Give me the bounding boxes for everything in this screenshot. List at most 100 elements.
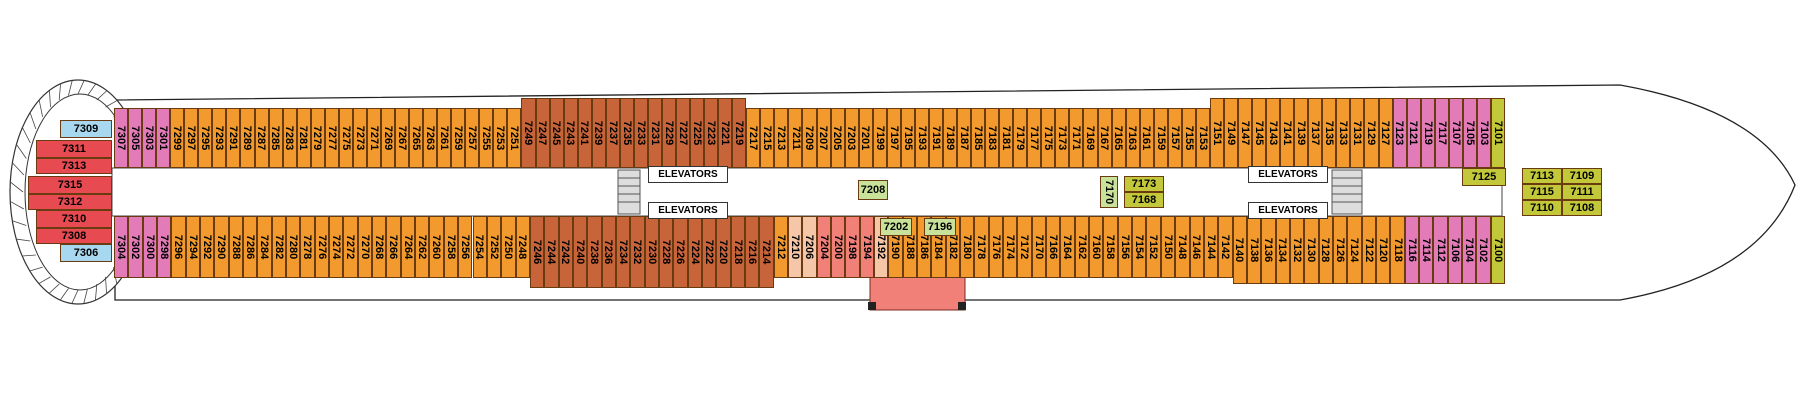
cabin-7293[interactable]: 7293 — [212, 108, 227, 168]
cabin-7263[interactable]: 7263 — [423, 108, 438, 168]
cabin-7153[interactable]: 7153 — [1195, 108, 1210, 168]
cabin-7171[interactable]: 7171 — [1069, 108, 1084, 168]
cabin-7288[interactable]: 7288 — [228, 216, 244, 278]
cabin-7254[interactable]: 7254 — [472, 216, 487, 278]
cabin-7113[interactable]: 7113 — [1522, 168, 1562, 184]
cabin-7198[interactable]: 7198 — [845, 216, 860, 278]
cabin-7196[interactable]: 7196 — [924, 218, 956, 236]
cabin-7200[interactable]: 7200 — [831, 216, 846, 278]
cabin-7227[interactable]: 7227 — [676, 98, 691, 168]
cabin-7205[interactable]: 7205 — [830, 108, 845, 168]
cabin-7215[interactable]: 7215 — [760, 108, 775, 168]
cabin-7302[interactable]: 7302 — [128, 216, 143, 278]
cabin-7161[interactable]: 7161 — [1139, 108, 1154, 168]
cabin-7301[interactable]: 7301 — [156, 108, 171, 168]
cabin-7279[interactable]: 7279 — [310, 108, 325, 168]
cabin-7248[interactable]: 7248 — [515, 216, 530, 278]
cabin-7231[interactable]: 7231 — [647, 98, 662, 168]
cabin-7300[interactable]: 7300 — [142, 216, 157, 278]
cabin-7264[interactable]: 7264 — [400, 216, 416, 278]
cabin-7101[interactable]: 7101 — [1490, 98, 1505, 168]
cabin-7116[interactable]: 7116 — [1404, 216, 1419, 284]
cabin-7163[interactable]: 7163 — [1125, 108, 1140, 168]
cabin-7162[interactable]: 7162 — [1074, 216, 1090, 278]
cabin-7138[interactable]: 7138 — [1246, 216, 1262, 284]
cabin-7241[interactable]: 7241 — [577, 98, 592, 168]
cabin-7283[interactable]: 7283 — [282, 108, 297, 168]
cabin-7273[interactable]: 7273 — [352, 108, 367, 168]
cabin-7238[interactable]: 7238 — [587, 216, 602, 288]
cabin-7307[interactable]: 7307 — [114, 108, 129, 168]
cabin-7253[interactable]: 7253 — [493, 108, 508, 168]
cabin-7259[interactable]: 7259 — [451, 108, 466, 168]
cabin-7280[interactable]: 7280 — [286, 216, 301, 278]
cabin-7159[interactable]: 7159 — [1153, 108, 1168, 168]
cabin-7137[interactable]: 7137 — [1308, 98, 1323, 168]
cabin-7118[interactable]: 7118 — [1390, 216, 1405, 284]
cabin-7108[interactable]: 7108 — [1562, 200, 1602, 216]
cabin-7311[interactable]: 7311 — [36, 140, 112, 158]
cabin-7181[interactable]: 7181 — [999, 108, 1014, 168]
cabin-7216[interactable]: 7216 — [744, 216, 760, 288]
cabin-7220[interactable]: 7220 — [716, 216, 731, 288]
cabin-7218[interactable]: 7218 — [730, 216, 745, 288]
cabin-7164[interactable]: 7164 — [1060, 216, 1075, 278]
cabin-7230[interactable]: 7230 — [644, 216, 659, 288]
cabin-7217[interactable]: 7217 — [746, 108, 761, 168]
cabin-7112[interactable]: 7112 — [1433, 216, 1448, 284]
cabin-7126[interactable]: 7126 — [1332, 216, 1348, 284]
cabin-7295[interactable]: 7295 — [198, 108, 213, 168]
cabin-7219[interactable]: 7219 — [732, 98, 747, 168]
cabin-7106[interactable]: 7106 — [1447, 216, 1462, 284]
cabin-7277[interactable]: 7277 — [324, 108, 339, 168]
cabin-7109[interactable]: 7109 — [1562, 168, 1602, 184]
cabin-7308[interactable]: 7308 — [36, 228, 112, 244]
cabin-7306[interactable]: 7306 — [60, 244, 112, 262]
cabin-7150[interactable]: 7150 — [1160, 216, 1176, 278]
cabin-7234[interactable]: 7234 — [615, 216, 631, 288]
cabin-7119[interactable]: 7119 — [1420, 98, 1435, 168]
cabin-7158[interactable]: 7158 — [1103, 216, 1118, 278]
cabin-7142[interactable]: 7142 — [1218, 216, 1233, 278]
cabin-7167[interactable]: 7167 — [1097, 108, 1112, 168]
cabin-7136[interactable]: 7136 — [1261, 216, 1276, 284]
cabin-7268[interactable]: 7268 — [372, 216, 387, 278]
cabin-7310[interactable]: 7310 — [36, 210, 112, 228]
cabin-7255[interactable]: 7255 — [479, 108, 494, 168]
cabin-7213[interactable]: 7213 — [774, 108, 789, 168]
cabin-7178[interactable]: 7178 — [974, 216, 989, 278]
cabin-7152[interactable]: 7152 — [1146, 216, 1161, 278]
cabin-7185[interactable]: 7185 — [971, 108, 986, 168]
cabin-7298[interactable]: 7298 — [157, 216, 172, 278]
cabin-7236[interactable]: 7236 — [601, 216, 616, 288]
cabin-7313[interactable]: 7313 — [36, 158, 112, 174]
cabin-7206[interactable]: 7206 — [802, 216, 817, 278]
cabin-7224[interactable]: 7224 — [687, 216, 702, 288]
cabin-7272[interactable]: 7272 — [343, 216, 358, 278]
cabin-7194[interactable]: 7194 — [859, 216, 875, 278]
cabin-7201[interactable]: 7201 — [858, 108, 873, 168]
cabin-7154[interactable]: 7154 — [1132, 216, 1147, 278]
cabin-7282[interactable]: 7282 — [271, 216, 287, 278]
cabin-7157[interactable]: 7157 — [1167, 108, 1182, 168]
cabin-7271[interactable]: 7271 — [366, 108, 381, 168]
cabin-7312[interactable]: 7312 — [28, 194, 112, 210]
cabin-7233[interactable]: 7233 — [633, 98, 648, 168]
cabin-7258[interactable]: 7258 — [443, 216, 459, 278]
cabin-7204[interactable]: 7204 — [816, 216, 831, 278]
cabin-7290[interactable]: 7290 — [214, 216, 229, 278]
cabin-7141[interactable]: 7141 — [1280, 98, 1295, 168]
cabin-7294[interactable]: 7294 — [185, 216, 201, 278]
cabin-7284[interactable]: 7284 — [257, 216, 272, 278]
cabin-7100[interactable]: 7100 — [1490, 216, 1505, 284]
cabin-7120[interactable]: 7120 — [1375, 216, 1391, 284]
cabin-7240[interactable]: 7240 — [572, 216, 588, 288]
cabin-7175[interactable]: 7175 — [1041, 108, 1056, 168]
cabin-7105[interactable]: 7105 — [1462, 98, 1477, 168]
cabin-7177[interactable]: 7177 — [1027, 108, 1042, 168]
cabin-7168[interactable]: 7168 — [1124, 192, 1164, 208]
cabin-7139[interactable]: 7139 — [1294, 98, 1309, 168]
cabin-7291[interactable]: 7291 — [226, 108, 241, 168]
cabin-7123[interactable]: 7123 — [1392, 98, 1407, 168]
cabin-7226[interactable]: 7226 — [673, 216, 688, 288]
